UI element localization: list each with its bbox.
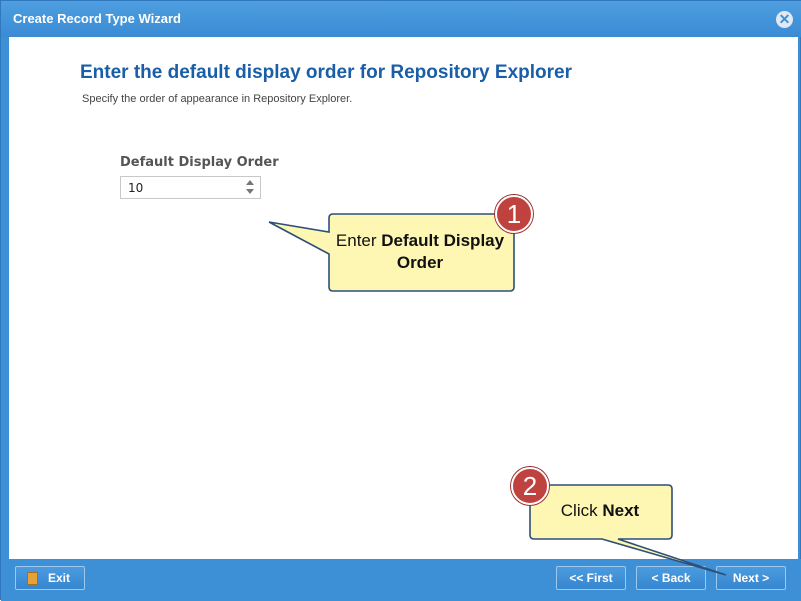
callout-one-text: Enter Default Display Order [335,230,505,274]
exit-button[interactable]: Exit [15,566,85,590]
callout-two-bold: Next [602,501,640,520]
page-title: Enter the default display order for Repo… [80,62,572,83]
display-order-stepper[interactable]: 10 [120,176,261,199]
display-order-label: Default Display Order [120,155,279,170]
callout-one-bold: Default Display Order [381,231,505,272]
step-badge-1: 1 [495,195,533,233]
close-icon[interactable]: ✕ [776,11,793,28]
spin-up-icon[interactable] [246,180,254,185]
title-bar: Create Record Type Wizard ✕ [1,1,801,37]
back-button[interactable]: < Back [636,566,706,590]
spinner-icon[interactable] [245,180,255,195]
next-button[interactable]: Next > [716,566,786,590]
exit-door-icon [27,572,38,585]
display-order-value[interactable]: 10 [128,181,144,195]
window-title: Create Record Type Wizard [13,11,181,26]
callout-one-prefix: Enter [335,231,382,250]
spin-down-icon[interactable] [246,189,254,194]
callout-two-prefix: Click [560,501,603,520]
exit-label: Exit [48,571,71,585]
wizard-content [9,37,798,559]
first-button[interactable]: << First [556,566,626,590]
callout-two-text: Click Next [535,500,665,522]
page-subtitle: Specify the order of appearance in Repos… [82,93,353,105]
step-badge-2: 2 [511,467,549,505]
